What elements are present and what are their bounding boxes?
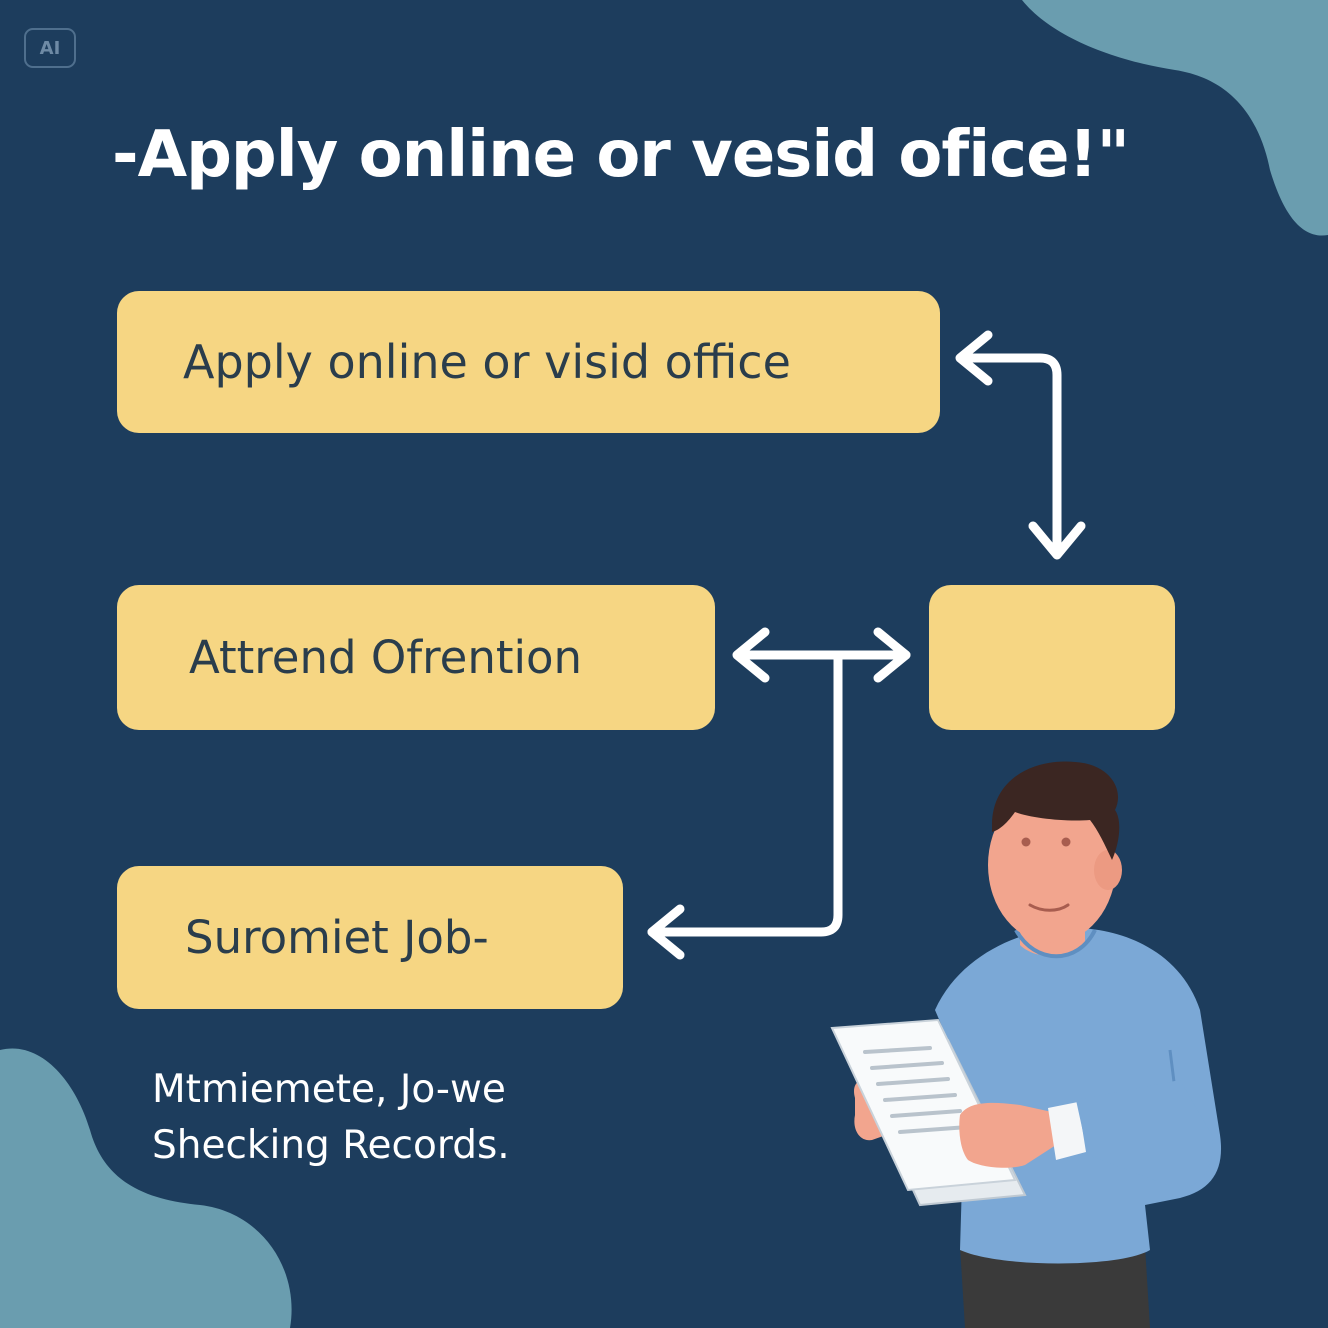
top-right-blob <box>1022 0 1328 236</box>
connector-apply-to-box <box>957 353 1062 557</box>
flow-step-submit: Suromiet Job- <box>117 866 623 1009</box>
flow-step-attend: Attrend Ofrention <box>117 585 715 730</box>
connector-to-submit <box>647 650 843 937</box>
arrowhead-right-middle <box>873 627 911 683</box>
flow-step-empty <box>929 585 1175 730</box>
flow-step-apply: Apply online or visid office <box>117 291 940 433</box>
bottom-left-blob <box>0 1048 292 1328</box>
page-title: -Apply online or vesid ofice!" <box>112 118 1130 192</box>
arrowhead-down <box>1028 521 1086 560</box>
caption-line-1: Mtmiemete, Jo-we <box>152 1067 506 1112</box>
person-reading-document-icon <box>830 761 1222 1328</box>
arrowhead-left-top <box>955 330 993 386</box>
arrowhead-left-middle <box>732 627 770 683</box>
ai-badge-icon: AI <box>24 28 76 68</box>
caption-line-2: Shecking Records. <box>152 1123 510 1168</box>
arrowhead-left-bottom <box>647 904 685 960</box>
caption: Mtmiemete, Jo-we Shecking Records. <box>152 1062 672 1174</box>
